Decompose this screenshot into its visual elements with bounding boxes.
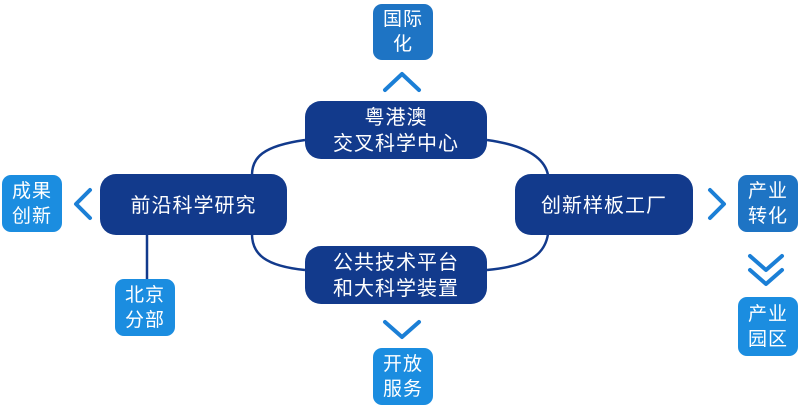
node-branch-left: 北京 分部 [115,279,175,336]
node-center-top-line2: 交叉科学中心 [333,131,459,155]
chevron-right-icon [708,188,726,220]
node-top-outer-line1: 国际 [382,8,423,31]
node-branch-left-line1: 北京 [124,283,165,306]
node-right-bottom: 产业 园区 [738,297,798,356]
node-left-outer: 成果 创新 [2,175,62,232]
chevron-left-icon [74,188,92,220]
node-right: 创新样板工厂 [515,174,693,235]
node-top-outer-line2: 化 [392,33,413,55]
node-center-top-line1: 粤港澳 [364,105,428,129]
node-center-bottom-line1: 公共技术平台 [333,250,459,274]
node-left: 前沿科学研究 [100,174,287,235]
double-chevron-down-icon-2 [748,268,784,286]
node-right-outer-line1: 产业 [747,179,788,202]
node-center-top: 粤港澳 交叉科学中心 [305,101,487,159]
node-right-outer: 产业 转化 [738,175,798,232]
connector-bottom-left [250,233,306,272]
node-center-bottom-line2: 和大科学装置 [333,276,459,300]
node-right-bottom-line1: 产业 [747,302,788,325]
node-left-outer-line2: 创新 [11,204,52,227]
double-chevron-down-icon-1 [748,254,784,272]
connector-top-left [250,138,306,176]
chevron-down-icon [383,320,421,339]
connector-top-right [486,138,550,176]
node-left-line1: 前沿科学研究 [130,192,257,217]
chevron-up-icon [383,72,421,92]
node-left-outer-line1: 成果 [11,179,52,202]
node-right-outer-line2: 转化 [747,204,788,227]
node-branch-left-line2: 分部 [124,308,165,331]
node-right-line1: 创新样板工厂 [541,192,667,217]
node-bottom-outer-line1: 开放 [382,352,423,375]
node-center-bottom: 公共技术平台 和大科学装置 [305,246,487,304]
node-bottom-outer-line2: 服务 [382,377,423,400]
node-top-outer: 国际 化 [373,4,433,60]
node-right-bottom-line2: 园区 [747,327,788,350]
node-bottom-outer: 开放 服务 [373,348,433,405]
connector-bottom-right [486,233,550,272]
